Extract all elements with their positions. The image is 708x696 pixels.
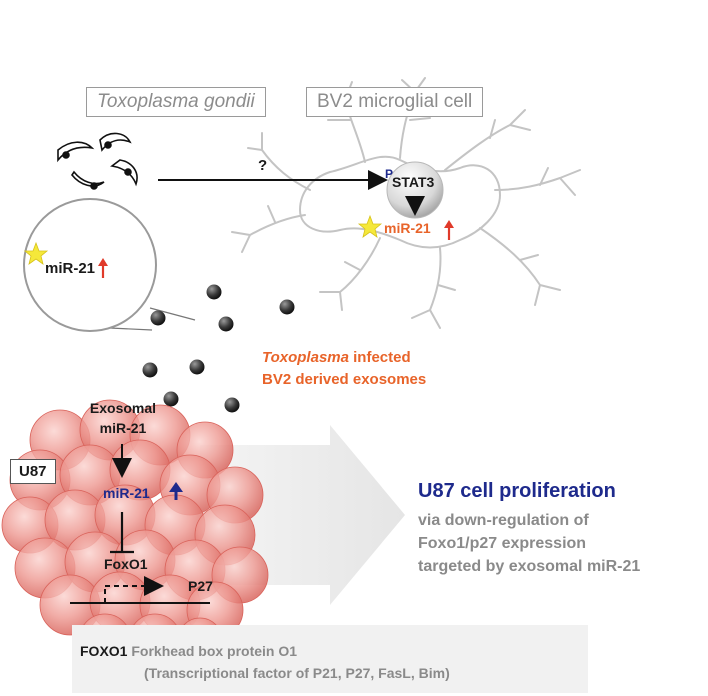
exosomal-mir21-label: Exosomal miR-21 — [89, 400, 157, 436]
microglial-cell — [231, 77, 581, 329]
stat3-label: STAT3 — [392, 174, 435, 190]
gene-promoter-diagram — [70, 576, 210, 604]
footnote-box — [72, 625, 588, 693]
cell-mir21-label: miR-21 — [384, 220, 431, 236]
cell-red-up-arrow-icon — [444, 220, 454, 240]
inhibition-bar — [110, 512, 134, 554]
result-title: U87 cell proliferation — [418, 480, 616, 502]
bv2-microglial-cell-label: BV2 microglial cell — [306, 87, 484, 117]
result-text: U87 cell proliferation via down-regulati… — [418, 480, 706, 578]
footnote: FOXO1 Forkhead box protein O1 (Transcrip… — [80, 643, 450, 681]
mir21-star-icon — [23, 241, 49, 265]
nucleus — [386, 161, 444, 219]
zoom-mir21-label: miR-21 — [45, 260, 96, 277]
toxoplasma-parasites-icon — [57, 132, 138, 190]
red-up-arrow-icon — [98, 258, 108, 278]
zoom-line-top — [149, 307, 196, 321]
p27-label: P27 — [188, 578, 213, 594]
u87-mir21-label: miR-21 — [103, 485, 150, 501]
phospho-label: P — [385, 167, 394, 181]
exosomes — [142, 284, 295, 413]
cell-mir21-star-icon — [357, 214, 383, 238]
question-mark: ? — [258, 157, 268, 174]
exosome-caption: Toxoplasma infected BV2 derived exosomes — [262, 349, 427, 388]
u87-label: U87 — [10, 459, 56, 484]
blue-up-arrow-icon — [169, 482, 183, 500]
zoom-line-bottom — [109, 327, 153, 331]
exosome-zoom-circle — [23, 198, 157, 332]
foxo1-label: FoxO1 — [104, 556, 148, 572]
toxoplasma-gondii-label: Toxoplasma gondii — [86, 87, 266, 117]
